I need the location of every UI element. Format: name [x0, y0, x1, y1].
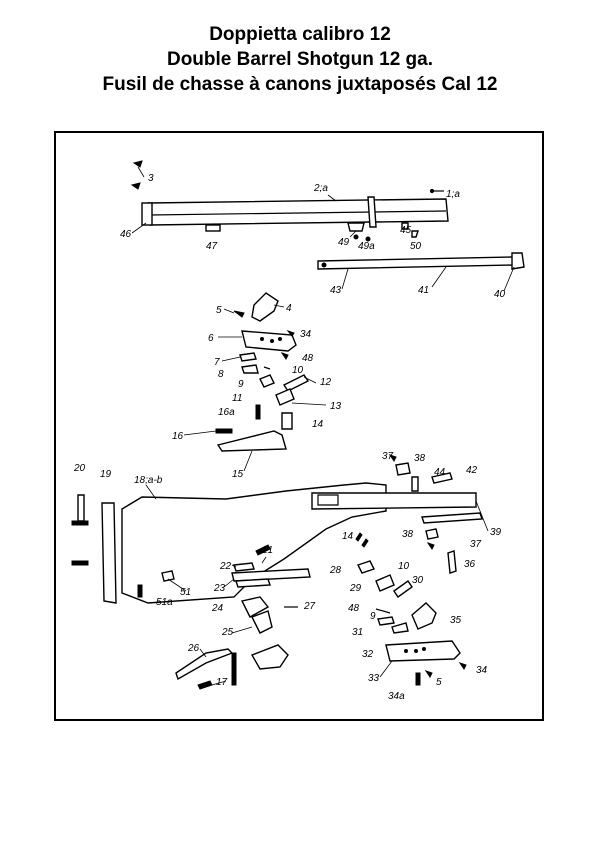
diagram-drawing: 3 2;a 1;a 46 47 49 49a 45 50 43 41 40 5 …: [71, 160, 525, 702]
label-30: 30: [412, 575, 424, 586]
title-italian: Doppietta calibro 12: [209, 24, 391, 45]
label-2a: 2;a: [313, 183, 328, 194]
label-16: 16: [172, 431, 184, 442]
fore-end-parts: [353, 188, 444, 242]
label-14-top: 14: [312, 419, 324, 430]
label-14-mid: 14: [342, 531, 354, 542]
label-39: 39: [490, 527, 502, 538]
label-11: 11: [232, 393, 242, 404]
label-4: 4: [286, 303, 292, 314]
title-french: Fusil de chasse à canons juxtaposés Cal …: [102, 74, 498, 95]
label-51: 51: [180, 587, 191, 598]
label-41: 41: [418, 285, 429, 296]
label-50: 50: [410, 241, 422, 252]
label-15: 15: [232, 469, 244, 480]
label-48-top: 48: [302, 353, 314, 364]
label-27: 27: [303, 601, 316, 612]
label-1a: 1;a: [446, 189, 460, 200]
label-45: 45: [400, 225, 412, 236]
label-24: 24: [211, 603, 224, 614]
exploded-parts-diagram: 3 2;a 1;a 46 47 49 49a 45 50 43 41 40 5 …: [54, 131, 544, 721]
trigger-guard-parts: [137, 570, 175, 598]
label-44: 44: [434, 467, 446, 478]
label-9-top: 9: [238, 379, 244, 390]
label-51a: 51a: [156, 597, 173, 608]
fore-end-iron-parts: [388, 454, 483, 574]
label-18ab: 18;a-b: [134, 475, 163, 486]
label-22: 22: [219, 561, 232, 572]
label-48-low: 48: [348, 603, 360, 614]
label-34-low: 34: [476, 665, 488, 676]
title-block: Doppietta calibro 12 Double Barrel Shotg…: [0, 22, 600, 97]
butt-plate-part: [101, 502, 117, 604]
label-20: 20: [73, 463, 86, 474]
label-10-mid: 10: [398, 561, 410, 572]
label-21: 21: [261, 545, 273, 556]
label-46: 46: [120, 229, 132, 240]
label-6: 6: [208, 333, 214, 344]
label-34-top: 34: [300, 329, 312, 340]
label-31: 31: [352, 627, 363, 638]
label-13: 13: [330, 401, 342, 412]
label-36: 36: [464, 559, 476, 570]
trigger-group-parts: [175, 544, 311, 690]
stock-part: [121, 482, 477, 604]
label-34a: 34a: [388, 691, 405, 702]
label-19: 19: [100, 469, 112, 480]
label-40: 40: [494, 289, 506, 300]
label-38-top: 38: [414, 453, 426, 464]
label-16a: 16a: [218, 407, 235, 418]
part-labels: 3 2;a 1;a 46 47 49 49a 45 50 43 41 40 5 …: [73, 173, 506, 702]
label-23: 23: [213, 583, 226, 594]
label-38-mid: 38: [402, 529, 414, 540]
screws-3: [130, 160, 143, 190]
label-25: 25: [221, 627, 234, 638]
label-29: 29: [349, 583, 362, 594]
label-37-mid: 37: [470, 539, 482, 550]
label-26: 26: [187, 643, 200, 654]
label-32: 32: [362, 649, 374, 660]
label-49a: 49a: [358, 241, 375, 252]
leader-lines: [131, 166, 515, 686]
label-37-top: 37: [382, 451, 394, 462]
label-7: 7: [214, 357, 220, 368]
lower-lock-parts: [355, 532, 467, 686]
label-10-top: 10: [292, 365, 304, 376]
label-28: 28: [329, 565, 342, 576]
label-12: 12: [320, 377, 332, 388]
label-49: 49: [338, 237, 350, 248]
label-3: 3: [148, 173, 154, 184]
rib-part: [317, 252, 525, 270]
label-8: 8: [218, 369, 224, 380]
barrels-part: [141, 196, 449, 232]
label-35: 35: [450, 615, 462, 626]
butt-screws-20: [71, 494, 89, 566]
title-english: Double Barrel Shotgun 12 ga.: [166, 49, 434, 70]
label-42: 42: [466, 465, 478, 476]
upper-lock-parts: [215, 292, 310, 452]
label-33: 33: [368, 673, 380, 684]
label-5-top: 5: [216, 305, 222, 316]
label-5-low: 5: [436, 677, 442, 688]
label-9-low: 9: [370, 611, 376, 622]
label-47: 47: [206, 241, 218, 252]
label-43: 43: [330, 285, 342, 296]
